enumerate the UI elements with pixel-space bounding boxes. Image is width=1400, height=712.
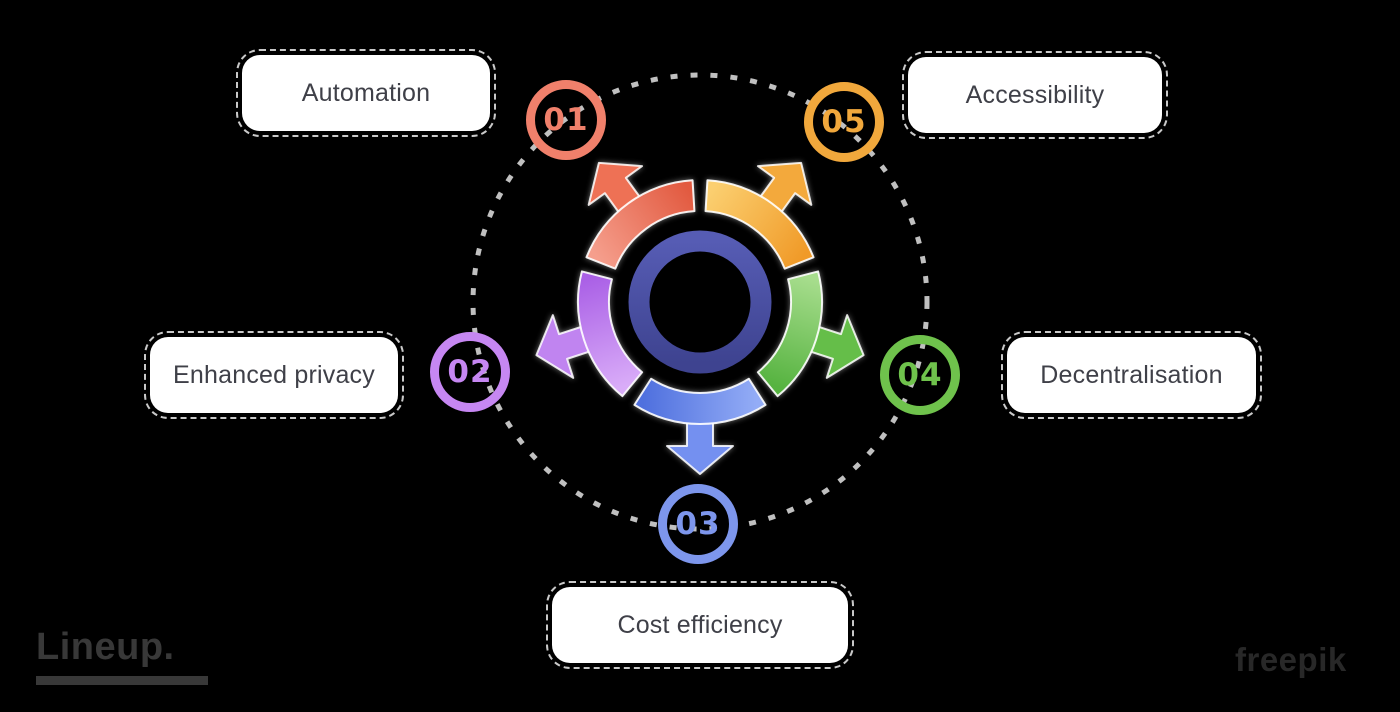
- wheel-segment-cost-efficiency: [633, 377, 767, 425]
- step-badge-01: 01: [526, 80, 606, 160]
- label-enhanced-privacy: Enhanced privacy: [173, 360, 375, 389]
- wheel-segment-automation: [585, 179, 696, 270]
- wheel-segment-enhanced-privacy: [577, 270, 644, 398]
- label-box-enhanced-privacy: Enhanced privacy: [144, 331, 404, 419]
- step-badge-02: 02: [430, 332, 510, 412]
- step-badge-03: 03: [658, 484, 738, 564]
- cycle-wheel-diagram: [470, 72, 930, 532]
- step-number-03: 03: [675, 506, 721, 542]
- label-automation: Automation: [301, 78, 431, 107]
- label-box-cost-efficiency: Cost efficiency: [546, 581, 854, 669]
- logo-lineup-underline: [36, 676, 208, 685]
- step-number-05: 05: [821, 104, 867, 140]
- wheel-segments-group: [535, 161, 865, 475]
- label-box-accessibility: Accessibility: [902, 51, 1168, 139]
- wheel-segment-decentralisation: [756, 270, 823, 398]
- dashed-orbit-circle: [470, 72, 930, 532]
- step-number-01: 01: [543, 102, 589, 138]
- label-box-automation: Automation: [236, 49, 496, 137]
- logo-lineup-text: Lineup.: [36, 626, 175, 668]
- label-box-decentralisation: Decentralisation: [1001, 331, 1262, 419]
- wheel-arrow-cost-efficiency: [666, 417, 734, 475]
- inner-indigo-ring: [628, 230, 772, 374]
- label-cost-efficiency: Cost efficiency: [617, 610, 783, 639]
- label-accessibility: Accessibility: [965, 80, 1105, 109]
- logo-freepik: freepik: [1235, 641, 1347, 678]
- label-decentralisation: Decentralisation: [1040, 360, 1223, 389]
- logo-lineup: Lineup.: [36, 626, 208, 685]
- step-number-02: 02: [447, 354, 493, 390]
- step-badge-04: 04: [880, 335, 960, 415]
- step-number-04: 04: [897, 357, 943, 393]
- wheel-segment-accessibility: [704, 179, 815, 270]
- step-badge-05: 05: [804, 82, 884, 162]
